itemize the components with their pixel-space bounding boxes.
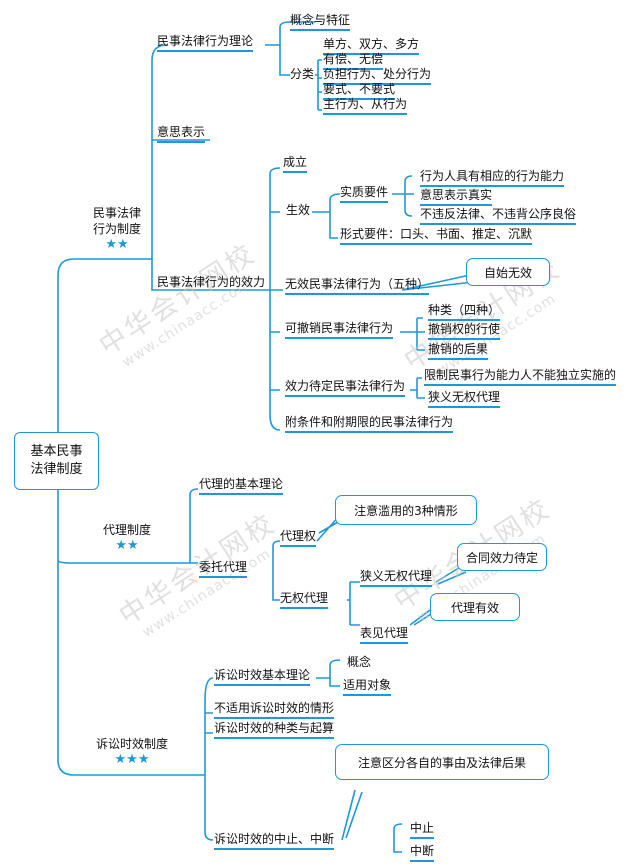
star-rating: ★★ xyxy=(115,538,139,553)
node-unauth: 无权代理 xyxy=(280,590,329,609)
node-narrow: 狭义无权代理 xyxy=(360,568,433,587)
bubble-narrow: 合同效力待定 xyxy=(457,543,547,571)
node-suspend: 诉讼时效的中止、中断 xyxy=(214,831,335,850)
rev-item: 撤销的后果 xyxy=(428,341,489,360)
branch-title-1: 民事法律 xyxy=(92,206,141,220)
node-conditional: 附条件和附期限的民事法律行为 xyxy=(285,414,454,433)
sub-item: 不违反法律、不违背公序良俗 xyxy=(420,206,577,225)
node-apparent: 表见代理 xyxy=(360,625,409,644)
branch-title: 代理制度 xyxy=(102,523,151,537)
branch-agency: 代理制度 ★★ xyxy=(97,522,157,554)
root-line-2: 法律制度 xyxy=(30,462,83,477)
node-kinds: 诉讼时效的种类与起算 xyxy=(214,720,335,739)
root-node: 基本民事 法律制度 xyxy=(14,432,99,490)
node-effect: 民事法律行为的效力 xyxy=(157,275,266,289)
node-establish: 成立 xyxy=(283,154,308,173)
node-theory: 民事法律行为理论 xyxy=(157,33,254,52)
type-item: 负担行为、处分行为 xyxy=(323,66,432,85)
sub-item: 意思表示真实 xyxy=(420,187,493,206)
bubble-note: 注意区分各自的事由及法律后果 xyxy=(335,744,549,780)
branch-limitation: 诉讼时效制度 ★★★ xyxy=(92,736,172,768)
root-line-1: 基本民事 xyxy=(30,444,83,459)
bubble-apparent: 代理有效 xyxy=(430,593,520,621)
suspend-item: 中断 xyxy=(410,843,435,862)
bubble-invalid: 自始无效 xyxy=(466,258,550,286)
branch-civil-act: 民事法律 行为制度 ★★ xyxy=(87,205,147,253)
node-not-apply: 不适用诉讼时效的情形 xyxy=(214,700,335,719)
node-revocable: 可撤销民事法律行为 xyxy=(285,320,394,339)
pend-item: 限制民事行为能力人不能独立实施的 xyxy=(424,367,617,386)
sub-item: 行为人具有相应的行为能力 xyxy=(420,168,565,187)
branch-title-2: 行为制度 xyxy=(92,222,141,236)
node-formal: 形式要件：口头、书面、推定、沉默 xyxy=(340,226,533,245)
basic-item: 概念 xyxy=(347,655,372,669)
branch-title: 诉讼时效制度 xyxy=(95,737,168,751)
node-limitation-basic: 诉讼时效基本理论 xyxy=(214,667,311,686)
type-item: 主行为、从行为 xyxy=(323,96,408,115)
node-entrust: 委托代理 xyxy=(199,559,248,578)
type-item: 单方、双方、多方 xyxy=(323,36,420,55)
node-substantive: 实质要件 xyxy=(340,184,389,203)
pend-item: 狭义无权代理 xyxy=(428,389,501,408)
type-item: 有偿、无偿 xyxy=(323,51,384,70)
node-classify: 分类 xyxy=(290,67,315,81)
node-concept: 概念与特征 xyxy=(290,12,351,31)
suspend-item: 中止 xyxy=(410,820,435,839)
rev-item: 撤销权的行使 xyxy=(428,321,501,340)
star-rating: ★★★ xyxy=(114,752,150,767)
node-authority: 代理权 xyxy=(280,528,317,547)
rev-item: 种类（四种） xyxy=(428,302,501,321)
node-intent: 意思表示 xyxy=(157,124,206,143)
type-item: 要式、不要式 xyxy=(323,81,396,100)
node-invalid: 无效民事法律行为（五种） xyxy=(285,276,430,295)
node-pending: 效力待定民事法律行为 xyxy=(285,378,406,397)
bubble-abuse: 注意滥用的3种情形 xyxy=(335,495,477,525)
node-valid: 生效 xyxy=(286,203,311,217)
star-rating: ★★ xyxy=(105,237,129,252)
basic-item: 适用对象 xyxy=(343,677,392,696)
node-agency-basic: 代理的基本理论 xyxy=(199,476,284,495)
